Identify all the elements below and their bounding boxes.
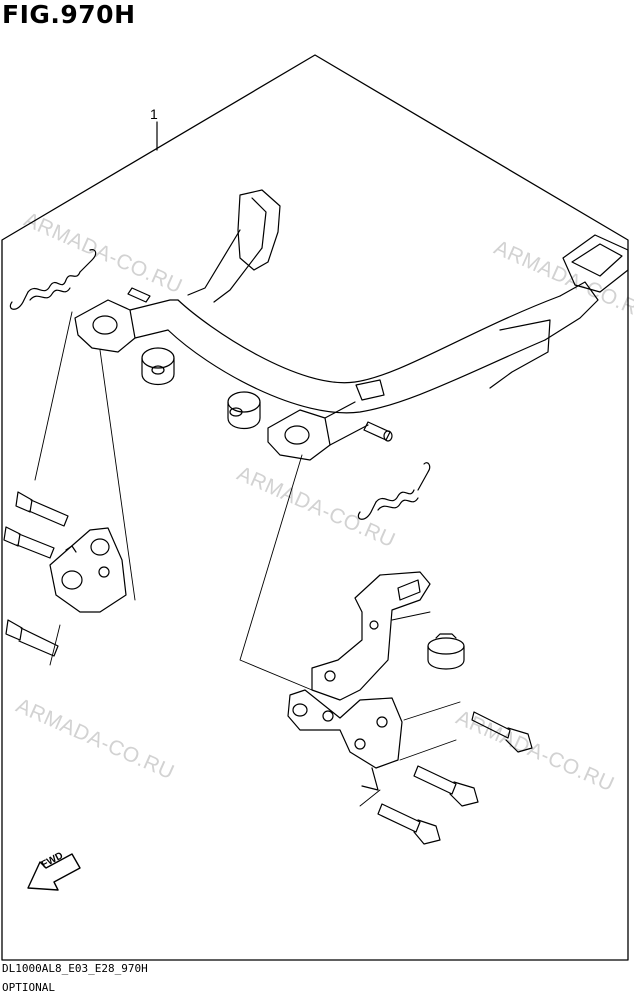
assembly-boundary <box>1 54 629 961</box>
center-stand <box>74 189 629 461</box>
diagram-note: OPTIONAL <box>2 981 55 994</box>
bolt-left-1 <box>15 491 69 527</box>
part-number-1: 1 <box>150 106 158 122</box>
bolt-right-2 <box>413 765 479 807</box>
pivot-pin-left <box>127 287 151 303</box>
bolt-right-1 <box>471 711 533 753</box>
diagram-code: DL1000AL8_E03_E28_970H <box>2 962 148 975</box>
return-spring-lower <box>357 462 431 520</box>
rubber-stopper <box>427 633 465 670</box>
bolt-left-3 <box>5 619 59 657</box>
mounting-plate-left <box>49 527 127 613</box>
fwd-arrow-icon <box>27 853 81 891</box>
return-spring-upper <box>9 249 97 310</box>
side-bracket-right <box>311 571 431 701</box>
bolt-left-2 <box>3 526 55 559</box>
figure-title: FIG.970H <box>2 0 136 29</box>
bushing-right <box>227 391 261 430</box>
leader-lines-right <box>239 454 461 807</box>
bolt-right-3 <box>377 803 441 845</box>
mount-plate-right <box>287 689 403 791</box>
bushing-left <box>141 347 175 386</box>
pivot-pin-right <box>363 421 393 442</box>
